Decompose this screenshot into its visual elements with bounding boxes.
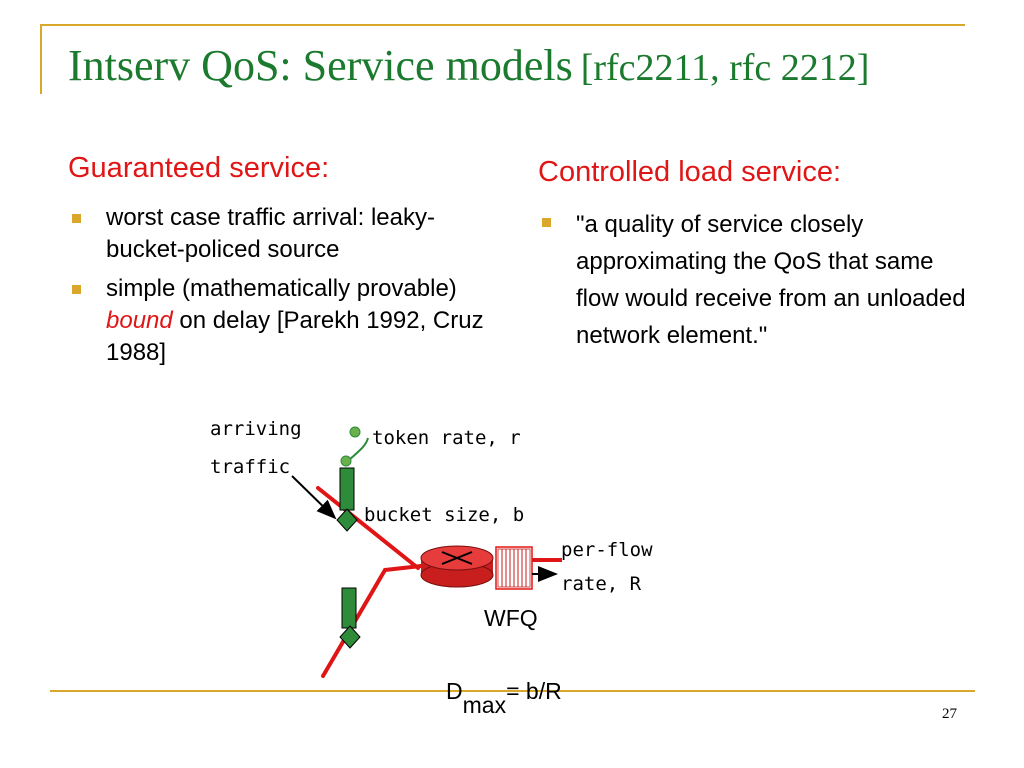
bucket-size-label: bucket size, b <box>364 504 525 526</box>
guaranteed-heading: Guaranteed service: <box>68 152 330 184</box>
guaranteed-bullets: worst case traffic arrival: leaky-bucket… <box>68 202 513 376</box>
controlled-bullets: "a quality of service closely approximat… <box>538 206 978 361</box>
formula-rest: = b/R <box>506 678 562 704</box>
frame-top-rule <box>40 24 965 26</box>
guaranteed-bullet-1-text: worst case traffic arrival: leaky-bucket… <box>106 204 435 263</box>
formula-d: D <box>446 678 463 704</box>
slide-title: Intserv QoS: Service models [rfc2211, rf… <box>68 36 958 99</box>
title-main: Intserv QoS: Service models <box>68 41 573 90</box>
upper-bucket-valve <box>336 508 358 532</box>
page-number: 27 <box>942 706 957 722</box>
title-reference: [rfc2211, rfc 2212] <box>580 47 870 89</box>
upper-token-bucket <box>339 467 355 511</box>
upper-input-link <box>316 486 420 570</box>
token-rate-label: token rate, r <box>372 427 521 449</box>
lower-token-bucket <box>341 587 357 629</box>
traffic-label: traffic <box>210 456 291 478</box>
lower-bucket-valve <box>339 625 361 649</box>
wfq-label: WFQ <box>484 605 538 631</box>
arriving-label: arriving <box>210 418 302 440</box>
rate-label: rate, R <box>561 573 642 595</box>
wfq-router <box>420 545 494 588</box>
per-flow-label: per-flow <box>561 539 653 561</box>
token-rate-arrow <box>348 437 369 461</box>
guaranteed-bullet-2-pre: simple (mathematically provable) <box>106 275 457 302</box>
frame-bottom-rule <box>50 690 975 692</box>
controlled-bullet-1: "a quality of service closely approximat… <box>538 206 978 354</box>
formula-subscript: max <box>462 692 507 718</box>
frame-left-rule <box>40 24 42 94</box>
controlled-bullet-1-text: "a quality of service closely approximat… <box>576 211 966 349</box>
guaranteed-bullet-2: simple (mathematically provable) bound o… <box>68 273 513 369</box>
guaranteed-bullet-1: worst case traffic arrival: leaky-bucket… <box>68 202 513 266</box>
controlled-heading: Controlled load service: <box>538 156 842 188</box>
delay-formula: Dmax= b/R <box>446 678 562 718</box>
token-drop-bottom <box>340 455 352 467</box>
wfq-queue <box>495 546 533 590</box>
token-drop-top <box>349 426 361 438</box>
guaranteed-bullet-2-post: on delay [Parekh 1992, Cruz 1988] <box>106 307 484 366</box>
bound-emphasis: bound <box>106 307 173 334</box>
arriving-traffic-arrow <box>291 475 337 520</box>
